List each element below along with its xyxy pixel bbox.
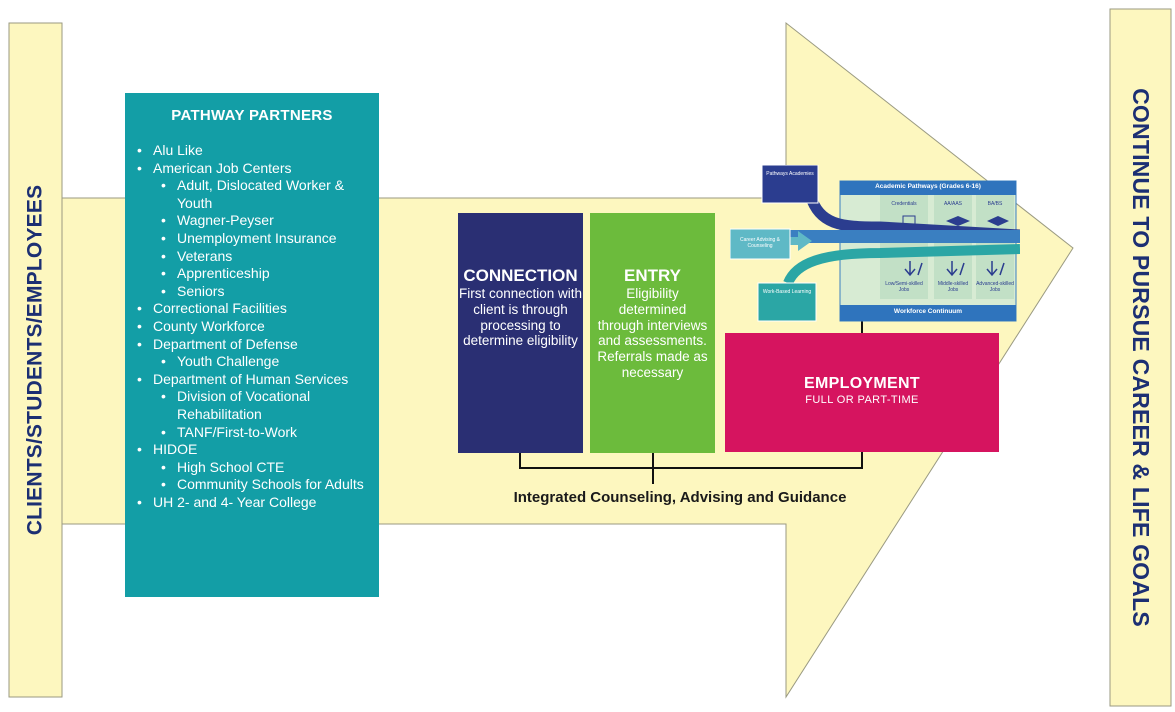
partner-item: Correctional Facilities [135, 300, 369, 318]
employment-box: EMPLOYMENT FULL OR PART-TIME [725, 333, 999, 452]
job-arrow-icon-3 [986, 261, 1005, 277]
entry-title: ENTRY [624, 266, 681, 285]
academic-pathways-inset: Academic Pathways (Grades 6-16) Workforc… [730, 165, 1020, 325]
partner-item: Seniors [135, 283, 369, 301]
credentials-icon [902, 215, 916, 227]
employment-desc: FULL OR PART-TIME [805, 394, 919, 406]
partner-item: High School CTE [135, 459, 369, 477]
pathway-partners-panel: PATHWAY PARTNERS Alu LikeAmerican Job Ce… [125, 93, 379, 597]
partner-item: American Job Centers [135, 160, 369, 178]
partner-item: Alu Like [135, 142, 369, 160]
work-based-curve [783, 244, 1020, 286]
partner-item: County Workforce [135, 318, 369, 336]
inset-graphics [730, 165, 1020, 322]
pathways-label-box [761, 165, 819, 204]
inset-header-bar [840, 181, 1016, 195]
partner-item: TANF/First-to-Work [135, 424, 369, 442]
partners-list: Alu LikeAmerican Job CentersAdult, Dislo… [135, 142, 369, 511]
partner-item: Veterans [135, 248, 369, 266]
entry-desc: Eligibility determined through interview… [597, 286, 708, 380]
job-arrow-icon-2 [946, 261, 965, 277]
connection-box: CONNECTION First connection with client … [458, 213, 583, 453]
graduation-icon-1 [946, 216, 970, 226]
work-based-label: Work-Based Learning [762, 289, 812, 295]
guidance-label: Integrated Counseling, Advising and Guid… [513, 489, 847, 506]
clients-label-text: CLIENTS/STUDENTS/EMPLOYEES [23, 184, 47, 536]
partner-item: Unemployment Insurance [135, 230, 369, 248]
entry-box: ENTRY Eligibility determined through int… [590, 213, 715, 453]
clients-label: CLIENTS/STUDENTS/EMPLOYEES [9, 23, 62, 697]
connection-desc: First connection with client is through … [458, 286, 583, 349]
job-arrow-icon-1 [904, 261, 923, 277]
career-advising-box [730, 228, 791, 260]
partner-item: Department of Human Services [135, 371, 369, 389]
connection-title: CONNECTION [463, 266, 578, 285]
main-blue-arrow-shaft [750, 230, 1020, 243]
inset-footer: Workforce Continuum [893, 308, 963, 315]
left-label-panel [8, 22, 63, 698]
goals-label-text: CONTINUE TO PURSUE CAREER & LIFE GOALS [1128, 88, 1154, 627]
partner-item: Adult, Dislocated Worker & Youth [135, 177, 369, 212]
graduation-icon-2 [987, 216, 1009, 226]
partner-item: Apprenticeship [135, 265, 369, 283]
inset-header: Academic Pathways (Grades 6-16) [875, 183, 981, 190]
career-advising-label: Career Advising & Counseling [739, 237, 781, 249]
partner-item: Department of Defense [135, 336, 369, 354]
inset-footer-bar [840, 305, 1016, 321]
guidance-bracket [519, 452, 863, 484]
employment-title: EMPLOYMENT [804, 375, 920, 392]
low-skilled-label: Low/Semi-skilled Jobs [885, 281, 923, 293]
pathways-label: Pathways Academies [766, 171, 814, 177]
goals-label: CONTINUE TO PURSUE CAREER & LIFE GOALS [1110, 9, 1171, 706]
pathways-curve [804, 193, 1020, 241]
partner-item: Division of Vocational Rehabilitation [135, 388, 369, 423]
credentials-label: Credentials [891, 201, 917, 207]
right-label-panel [1109, 8, 1172, 707]
aa-aas-label: AA/AAS [943, 201, 963, 207]
partner-item: Youth Challenge [135, 353, 369, 371]
middle-skilled-label: Middle-skilled Jobs [937, 281, 969, 293]
work-based-box [757, 282, 817, 322]
partner-item: HIDOE [135, 441, 369, 459]
advanced-skilled-label: Advanced-skilled Jobs [976, 281, 1014, 293]
partner-item: UH 2- and 4- Year College [135, 494, 369, 512]
ba-bs-label: BA/BS [987, 201, 1003, 207]
partners-title: PATHWAY PARTNERS [171, 107, 333, 124]
partner-item: Community Schools for Adults [135, 476, 369, 494]
partner-item: Wagner-Peyser [135, 212, 369, 230]
